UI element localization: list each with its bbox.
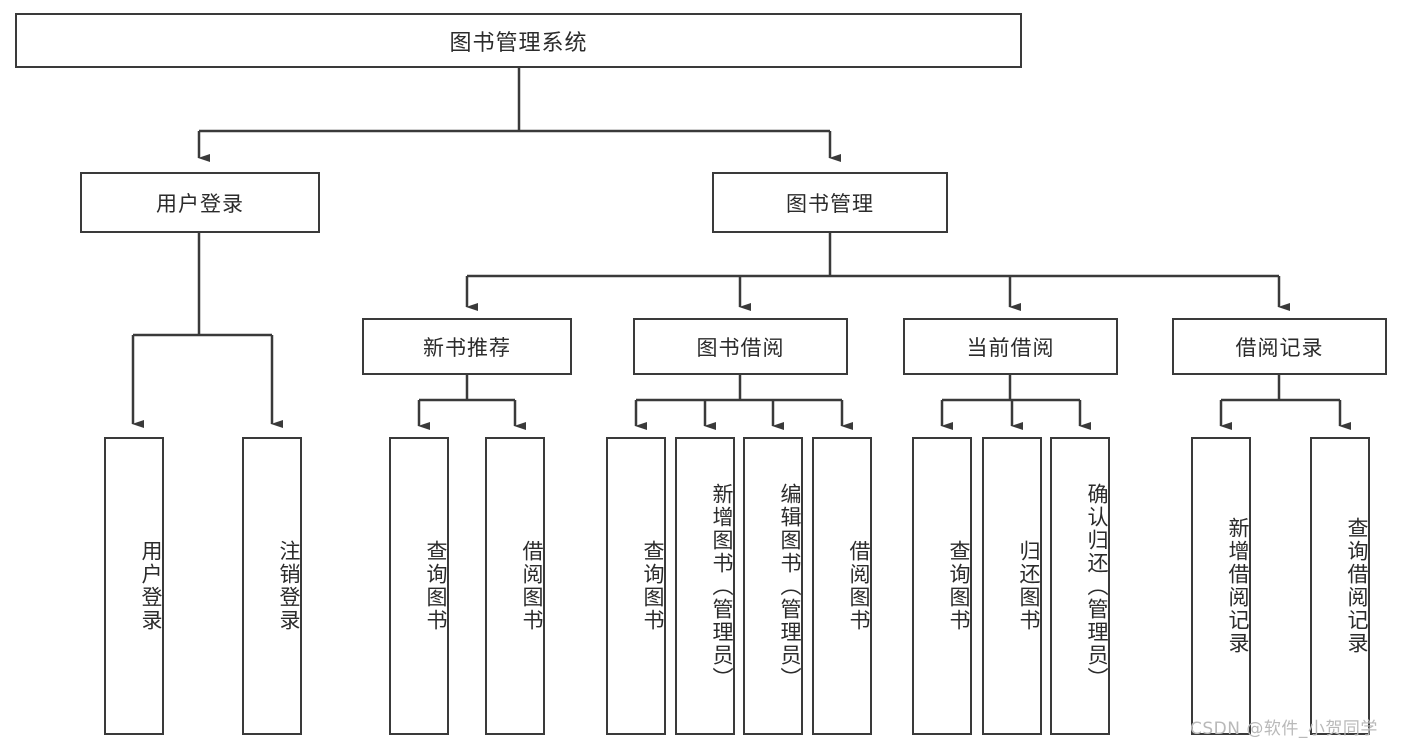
leaf-label: 查询借阅记录 <box>1345 517 1369 655</box>
node-current-borrow-label: 当前借阅 <box>966 335 1055 360</box>
leaf-label: 确认归还（管理员） <box>1085 482 1109 690</box>
leaf-current-borrow-return[interactable]: 归还图书 <box>982 437 1042 735</box>
leaf-label: 查询图书 <box>641 540 665 632</box>
leaf-borrow-record-add[interactable]: 新增借阅记录 <box>1191 437 1251 735</box>
node-new-book-recommend[interactable]: 新书推荐 <box>362 318 572 375</box>
node-book-borrow-label: 图书借阅 <box>696 335 785 360</box>
node-borrow-record-label: 借阅记录 <box>1235 335 1324 360</box>
leaf-label: 新增借阅记录 <box>1226 517 1250 655</box>
node-new-book-recommend-label: 新书推荐 <box>423 335 511 360</box>
node-book-borrow[interactable]: 图书借阅 <box>633 318 848 375</box>
node-borrow-record[interactable]: 借阅记录 <box>1172 318 1387 375</box>
leaf-label: 查询图书 <box>424 540 448 632</box>
leaf-user-login-logout[interactable]: 注销登录 <box>242 437 302 735</box>
leaf-label: 借阅图书 <box>847 540 871 632</box>
node-root-label: 图书管理系统 <box>449 30 588 56</box>
node-user-login-label: 用户登录 <box>156 191 244 216</box>
node-root[interactable]: 图书管理系统 <box>15 13 1022 68</box>
leaf-new-book-query[interactable]: 查询图书 <box>389 437 449 735</box>
node-book-management-label: 图书管理 <box>786 191 874 216</box>
leaf-current-borrow-confirm-return[interactable]: 确认归还（管理员） <box>1050 437 1110 735</box>
node-user-login[interactable]: 用户登录 <box>80 172 320 233</box>
leaf-label: 新增图书（管理员） <box>710 482 734 690</box>
leaf-current-borrow-query[interactable]: 查询图书 <box>912 437 972 735</box>
leaf-book-borrow-query[interactable]: 查询图书 <box>606 437 666 735</box>
leaf-label: 用户登录 <box>139 540 163 632</box>
csdn-watermark: CSDN @软件_小贺同学 <box>1190 719 1378 739</box>
leaf-book-borrow-add[interactable]: 新增图书（管理员） <box>675 437 735 735</box>
node-current-borrow[interactable]: 当前借阅 <box>903 318 1118 375</box>
leaf-label: 借阅图书 <box>520 540 544 632</box>
leaf-label: 注销登录 <box>277 540 301 632</box>
leaf-new-book-borrow[interactable]: 借阅图书 <box>485 437 545 735</box>
leaf-label: 归还图书 <box>1017 540 1041 632</box>
leaf-borrow-record-query[interactable]: 查询借阅记录 <box>1310 437 1370 735</box>
leaf-book-borrow-edit[interactable]: 编辑图书（管理员） <box>743 437 803 735</box>
leaf-user-login-login[interactable]: 用户登录 <box>104 437 164 735</box>
leaf-book-borrow-borrow[interactable]: 借阅图书 <box>812 437 872 735</box>
leaf-label: 编辑图书（管理员） <box>778 482 802 690</box>
node-book-management[interactable]: 图书管理 <box>712 172 948 233</box>
leaf-label: 查询图书 <box>947 540 971 632</box>
